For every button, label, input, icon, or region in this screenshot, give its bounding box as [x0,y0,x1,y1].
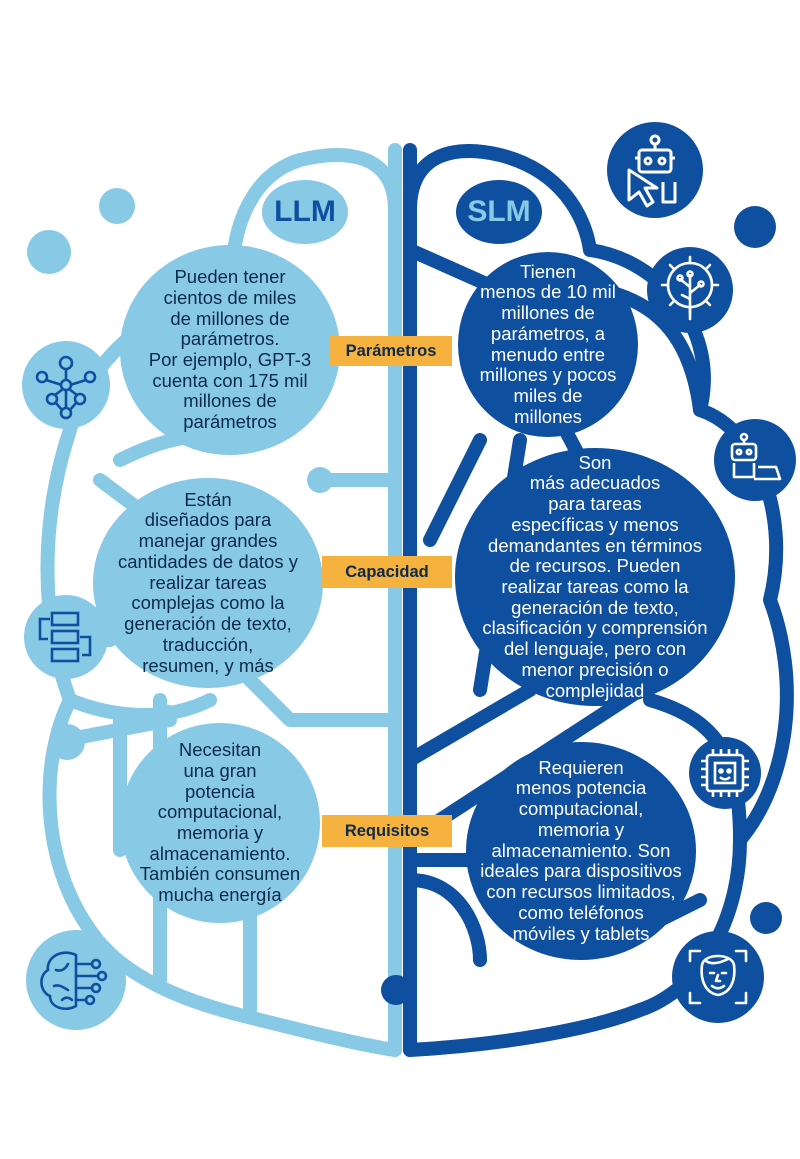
network-icon [35,355,97,420]
slm-requisitos-text: Requieren menos potencia computacional, … [466,742,696,960]
slm-capacidad-text: Son más adecuados para tareas específica… [455,448,735,706]
face-scan-icon [688,949,748,1005]
label-capacidad: Capacidad [322,556,452,588]
slm-parametros-text: Tienen menos de 10 mil millones de parám… [458,252,638,437]
robot-cursor-icon [627,134,677,208]
llm-title: LLM [262,180,348,244]
llm-requisitos-text: Necesitan una gran potencia computaciona… [120,723,320,923]
brain-circuit-icon [40,951,108,1010]
slm-title: SLM [456,180,542,244]
flow-chart-icon [38,611,92,663]
chip-icon [701,749,749,797]
robot-laptop-icon [730,432,782,481]
label-requisitos: Requisitos [322,815,452,847]
label-parametros: Parámetros [330,336,452,366]
llm-capacidad-text: Están diseñados para manejar grandes can… [93,478,323,688]
llm-parametros-text: Pueden tener cientos de miles de millone… [120,245,340,455]
gear-tree-icon [660,255,720,321]
